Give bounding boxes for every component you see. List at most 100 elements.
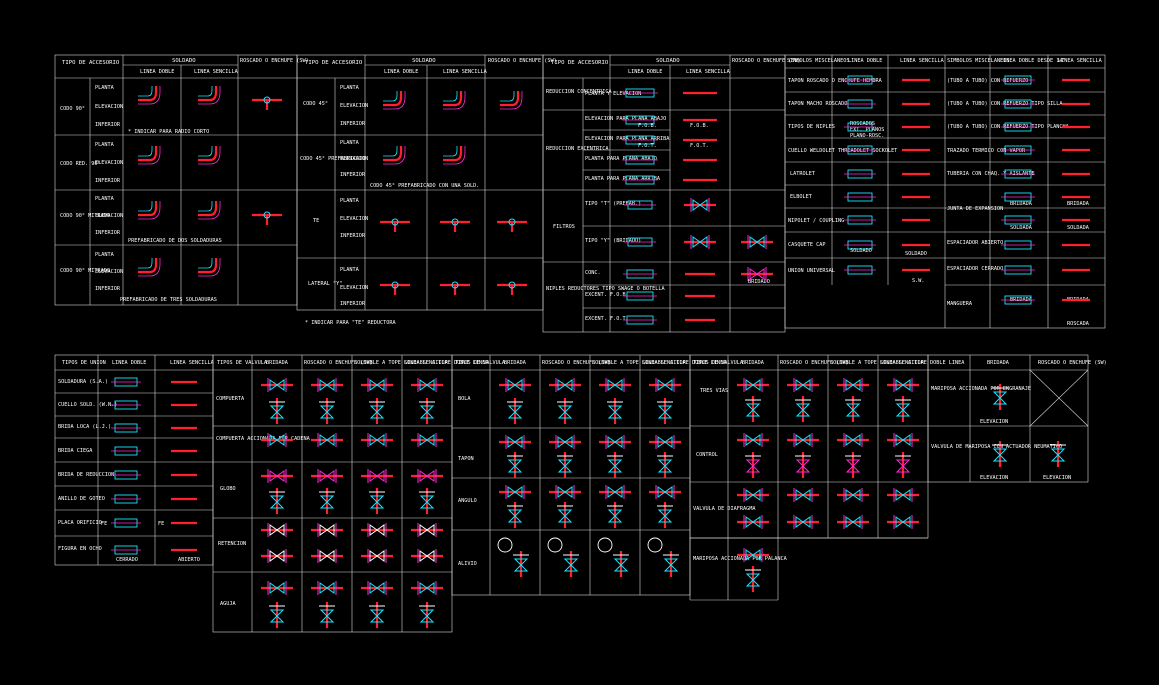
table-codos-90 xyxy=(54,54,298,306)
row-sub: PLANTA PARA PLANA ARRIBA xyxy=(585,176,661,182)
valve-elevation-symbol xyxy=(419,609,435,623)
valve-body-symbol xyxy=(369,550,385,562)
valve-body-symbol xyxy=(745,549,761,561)
valve-body-symbol xyxy=(795,516,811,528)
row-reduccion-concentrica: REDUCCION CONCENTRICA xyxy=(546,89,612,95)
valve-elevation-symbol xyxy=(845,403,861,417)
valve-body-symbol xyxy=(269,524,285,536)
col-roscado: ROSCADO O ENCHUFE (SW) xyxy=(304,360,373,366)
row-sub: TIPO "T" (PREFAB.) xyxy=(585,201,641,207)
elbow-pipe xyxy=(198,146,218,162)
col-roscado: ROSCADO O ENCHUFE (SW) xyxy=(732,58,801,64)
col-linea-sencilla: LINEA SENCILLA xyxy=(170,360,215,366)
elbow-pipe xyxy=(383,91,403,107)
col-soldado: SOLDADO xyxy=(172,58,196,64)
valve-elevation-symbol xyxy=(657,459,673,473)
valve-body-symbol xyxy=(657,436,673,448)
elbow-outline xyxy=(198,258,221,277)
row-cuello-sold: CUELLO SOLD. (W.N.) xyxy=(58,402,117,408)
table-simbolos-miscelaneos xyxy=(784,54,1106,329)
elbow-pipe xyxy=(138,258,158,274)
row-sub-elevacion: ELEVACION xyxy=(340,216,368,222)
valve-elevation-symbol xyxy=(745,573,761,587)
col-linea-doble: LINEA DOBLE xyxy=(628,69,662,75)
label-ext-planos: EXT. PLANOS xyxy=(850,127,884,133)
valve-body-symbol xyxy=(369,470,385,482)
valve-body-symbol xyxy=(319,524,335,536)
valve-body-symbol xyxy=(845,489,861,501)
elbow-outline xyxy=(383,146,406,165)
valve-elevation-symbol xyxy=(369,495,385,509)
elbow-outline xyxy=(198,86,213,97)
fitting-circle xyxy=(508,281,516,289)
row-sub: PLANTA Y ELEVACION xyxy=(585,91,641,97)
elbow-outline xyxy=(383,91,398,102)
valve-elevation-symbol xyxy=(419,405,435,419)
valve-elevation-symbol xyxy=(419,495,435,509)
valve-body-symbol xyxy=(369,434,385,446)
row-angulo: ANGULO xyxy=(458,498,477,504)
valve-body-symbol xyxy=(419,524,435,536)
col-linea-doble: LINEA DOBLE xyxy=(384,69,418,75)
valve-body-symbol xyxy=(269,582,285,594)
elbow-outline xyxy=(138,146,161,165)
row-tapon-hembra: TAPON ROSCADO O ENCHUFE HEMBRA xyxy=(788,78,883,84)
valve-elevation-symbol xyxy=(607,459,623,473)
label-fob: F.O.B. xyxy=(638,123,657,129)
col-soldado: SOLDADO xyxy=(656,58,680,64)
valve-elevation-symbol xyxy=(607,405,623,419)
row-sub-elevacion: ELEVACION xyxy=(340,156,368,162)
col-linea-sencilla: LINEA SENCILLA xyxy=(443,69,488,75)
valve-elevation-symbol xyxy=(369,405,385,419)
valve-body-symbol xyxy=(692,236,708,248)
row-niples-reductores: NIPLES REDUCTORES TIPO SWAGE O BOTELLA xyxy=(546,286,666,292)
elbow-outline xyxy=(138,258,161,277)
row-sub-inferior: INFERIOR xyxy=(340,233,366,239)
col-soldable-sencilla: SOLDABLE A TOPE LINEA SENCILLA xyxy=(592,360,687,366)
row-diafragma: VALVULA DE DIAFRAGMA xyxy=(693,506,756,512)
row-alivio: ALIVIO xyxy=(458,561,477,567)
valve-body-symbol xyxy=(319,582,335,594)
row-sub-inferior: INFERIOR xyxy=(340,121,366,127)
elbow-outline xyxy=(443,146,458,157)
col-linea-sencilla: LINEA SENCILLA xyxy=(686,69,731,75)
row-aguja: AGUJA xyxy=(220,601,236,607)
valve-body-symbol xyxy=(745,516,761,528)
elbow-pipe xyxy=(443,146,463,162)
fitting-circle xyxy=(263,211,271,219)
row-sub-inferior: INFERIOR xyxy=(95,286,121,292)
col-roscado: ROSCADO O ENCHUFE (SW) xyxy=(542,360,611,366)
valve-body-symbol xyxy=(749,268,765,280)
valve-body-symbol xyxy=(319,550,335,562)
valve-body-symbol xyxy=(369,524,385,536)
elbow-outline xyxy=(500,91,515,102)
valve-body-symbol xyxy=(749,236,765,248)
valve-elevation-symbol xyxy=(1050,448,1066,462)
row-lateral-y: LATERAL "Y" xyxy=(308,281,342,287)
label-soldada: SOLDADA xyxy=(1010,225,1033,231)
row-mariposa-palanca: MARIPOSA ACCIONADA POR PALANCA xyxy=(693,556,788,562)
table-valvulas-1 xyxy=(212,354,453,633)
elbow-outline xyxy=(198,258,213,269)
valve-body-symbol xyxy=(895,434,911,446)
valve-elevation-symbol xyxy=(557,509,573,523)
valve-elevation-symbol xyxy=(607,509,623,523)
label-elevacion: ELEVACION xyxy=(1043,475,1071,481)
col-tipos-valvula: TIPOS DE VALVULA xyxy=(693,360,744,366)
row-figura-ocho: FIGURA EN OCHO xyxy=(58,546,102,552)
valve-body-symbol xyxy=(895,489,911,501)
valve-elevation-symbol xyxy=(319,609,335,623)
row-sub-planta: PLANTA xyxy=(95,252,115,258)
valve-body-symbol xyxy=(369,582,385,594)
row-casquete: CASQUETE CAP xyxy=(788,242,825,248)
valve-elevation-symbol xyxy=(992,391,1008,405)
valve-elevation-symbol xyxy=(269,495,285,509)
valve-body-symbol xyxy=(745,434,761,446)
label-sw: S.W. xyxy=(912,278,925,284)
valve-body-symbol xyxy=(607,379,623,391)
valve-elevation-symbol xyxy=(613,558,629,572)
valve-elevation-symbol xyxy=(557,405,573,419)
row-refuerzo: (TUBO A TUBO) CON REFUERZO xyxy=(947,78,1028,84)
